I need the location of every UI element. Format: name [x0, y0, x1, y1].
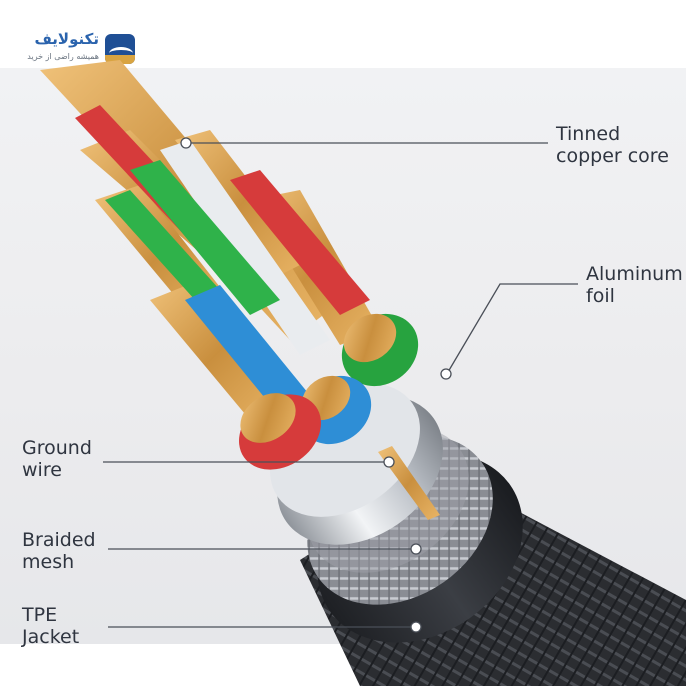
label-tinned-copper-core-line1: Tinned [556, 123, 621, 145]
brand-name: تکنولایف [34, 30, 99, 48]
label-braided-mesh: Braided mesh [22, 529, 96, 573]
technolife-logo-icon [105, 34, 135, 64]
brand-tagline: همیشه راضی از خرید [27, 52, 99, 61]
label-braided-mesh-line1: Braided [22, 529, 96, 551]
label-tpe-jacket: TPE Jacket [22, 604, 79, 648]
label-aluminum-foil-line1: Aluminum [586, 263, 683, 285]
label-tpe-jacket-line2: Jacket [22, 626, 80, 648]
label-tinned-copper-core: Tinned copper core [556, 123, 669, 167]
label-ground-wire-line1: Ground [22, 437, 92, 459]
label-aluminum-foil-line2: foil [586, 285, 615, 307]
label-tinned-copper-core-line2: copper core [556, 145, 669, 167]
label-aluminum-foil: Aluminum foil [586, 263, 683, 307]
label-ground-wire-line2: wire [22, 459, 62, 481]
label-ground-wire: Ground wire [22, 437, 92, 481]
label-braided-mesh-line2: mesh [22, 551, 75, 573]
label-tpe-jacket-line1: TPE [22, 604, 58, 626]
leader-lines [103, 137, 578, 633]
brand-logo[interactable]: تکنولایف همیشه راضی از خرید [18, 30, 143, 72]
inner-wires [40, 60, 440, 520]
